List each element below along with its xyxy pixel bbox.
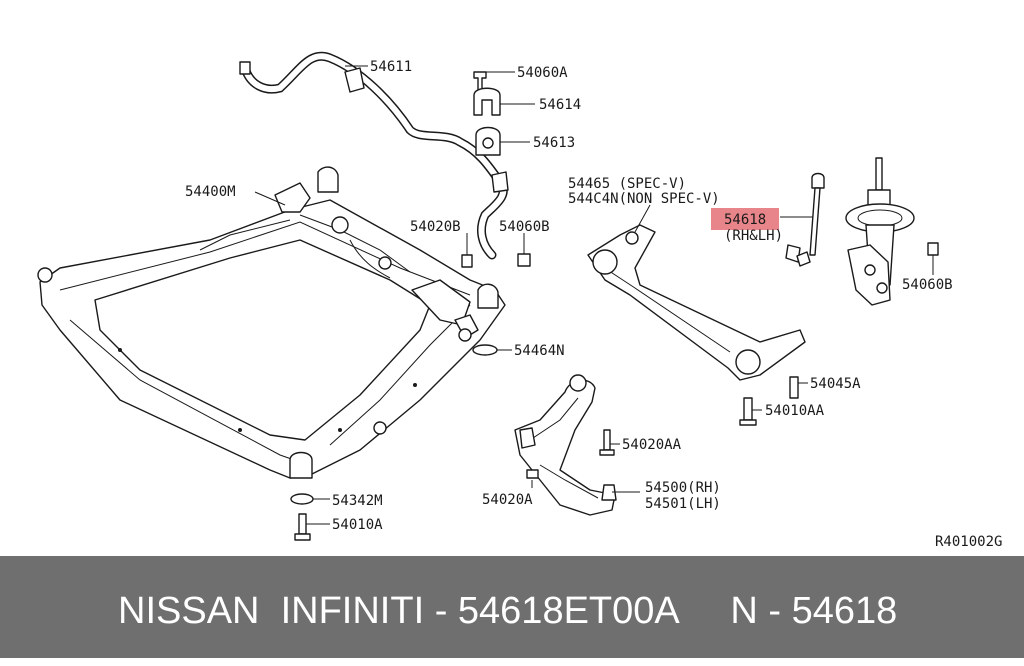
label-54501: 54501(LH): [645, 496, 721, 512]
label-54464n: 54464N: [514, 343, 565, 359]
suspension-parts-diagram: 54611 54060A 54614 54613 54400M 54020B 5…: [37, 51, 1002, 550]
label-54400m: 54400M: [185, 184, 236, 200]
front-crossmember-drawing: [37, 166, 506, 479]
label-54618-sub: (RH&LH): [724, 228, 783, 244]
label-54010a: 54010A: [332, 517, 383, 533]
label-54618: 54618: [724, 212, 766, 228]
footer-bar: NISSAN INFINITI - 54618ET00A N - 54618: [0, 556, 1024, 658]
label-54020aa: 54020AA: [622, 437, 682, 453]
label-54045a: 54045A: [810, 376, 861, 392]
label-54500: 54500(RH): [645, 480, 721, 496]
bushing-nuts-drawing: [461, 253, 531, 268]
subframe-mount-hardware-drawing: [290, 493, 314, 541]
label-54060b-right: 54060B: [902, 277, 953, 293]
control-arm-bolts-drawing: [599, 429, 615, 456]
label-54614: 54614: [539, 97, 581, 113]
highlight-54618: [711, 208, 779, 230]
leader-lines: [254, 65, 934, 525]
drawing-number: R401002G: [935, 534, 1002, 550]
part-labels: 54611 54060A 54614 54613 54400M 54020B 5…: [185, 59, 1002, 550]
label-54613: 54613: [533, 135, 575, 151]
rear-link-bolts-drawing: [739, 376, 799, 426]
stabilizer-bracket-drawing: [473, 71, 501, 156]
stabilizer-link-drawing: [785, 172, 825, 267]
label-54342m: 54342M: [332, 493, 383, 509]
strut-assembly-drawing: [845, 157, 939, 306]
label-54611: 54611: [370, 59, 412, 75]
label-54020b: 54020B: [410, 219, 461, 235]
label-54060a: 54060A: [517, 65, 568, 81]
footer-part-number: NISSAN INFINITI - 54618ET00A N - 54618: [118, 590, 898, 632]
label-54465: 54465 (SPEC-V): [568, 176, 686, 192]
stabilizer-bar-drawing: [239, 51, 509, 260]
label-54010aa: 54010AA: [765, 403, 825, 419]
label-54020a: 54020A: [482, 492, 533, 508]
label-544c4n: 544C4N(NON SPEC-V): [568, 191, 720, 207]
label-54060b-left: 54060B: [499, 219, 550, 235]
lower-control-arm-drawing: [514, 374, 617, 516]
washer-54464n-drawing: [472, 344, 498, 356]
rear-link-drawing: [587, 224, 806, 381]
